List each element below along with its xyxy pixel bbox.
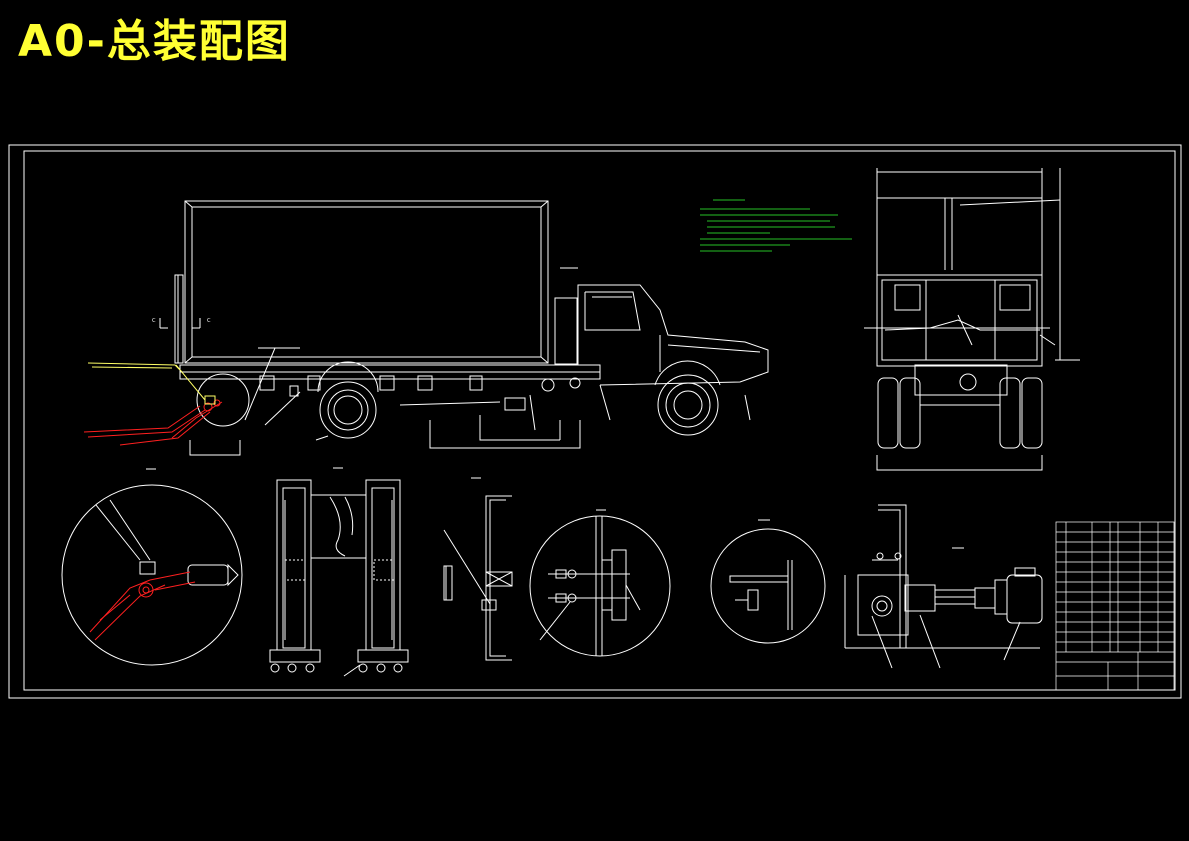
outer-border bbox=[8, 144, 1182, 699]
detail-bracket-view bbox=[710, 519, 826, 644]
svg-text:C: C bbox=[152, 318, 156, 324]
section-frame-view bbox=[269, 467, 409, 677]
inner-border bbox=[23, 150, 1176, 691]
title-block bbox=[1055, 521, 1175, 691]
section-channel-view bbox=[443, 477, 513, 661]
svg-text:C: C bbox=[207, 318, 211, 324]
pump-assembly-view bbox=[844, 504, 1043, 669]
detail-arm-view bbox=[61, 468, 243, 666]
rear-elevation-view bbox=[864, 168, 1080, 471]
side-elevation-view: C C bbox=[83, 200, 769, 456]
detail-bolts-view bbox=[529, 509, 671, 657]
drawing-title: A0-总装配图 bbox=[18, 16, 291, 67]
technical-notes bbox=[700, 199, 852, 252]
